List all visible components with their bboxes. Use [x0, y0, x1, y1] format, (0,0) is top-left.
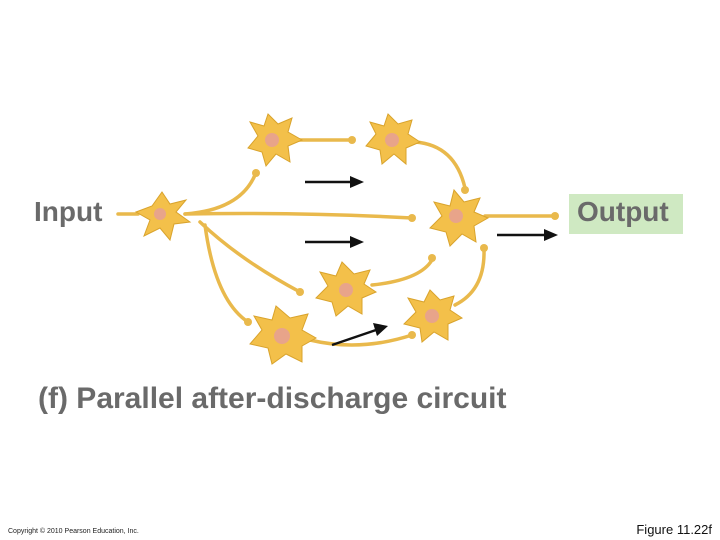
arrow-top-head: [350, 176, 364, 188]
axon-branch-middle: [200, 222, 300, 292]
axon-middle-1: [372, 260, 432, 285]
neuron-bottom-1: [250, 306, 316, 364]
output-label: Output: [577, 196, 669, 228]
figure-number: Figure 11.22f: [636, 522, 712, 537]
input-label: Input: [34, 196, 102, 228]
copyright-notice: Copyright © 2010 Pearson Education, Inc.: [8, 528, 139, 535]
neuron-top-1: [248, 114, 302, 166]
axon-bottom-2: [455, 250, 484, 305]
axon-top-2: [415, 142, 465, 188]
neuron-output: [430, 190, 488, 246]
arrow-bottom-head: [373, 323, 388, 336]
neuron-input: [136, 192, 190, 240]
neuron-middle: [316, 262, 376, 316]
arrow-middle-head: [350, 236, 364, 248]
axon-branch-direct: [185, 214, 412, 219]
arrow-output-head: [544, 229, 558, 241]
axon-bottom-1: [310, 335, 412, 345]
neuron-top-2: [366, 114, 420, 164]
axon-branch-bottom: [205, 225, 248, 322]
diagram-caption: (f) Parallel after-discharge circuit: [38, 382, 507, 416]
axon-branch-top: [185, 175, 255, 214]
axon-terminals: [244, 136, 559, 339]
